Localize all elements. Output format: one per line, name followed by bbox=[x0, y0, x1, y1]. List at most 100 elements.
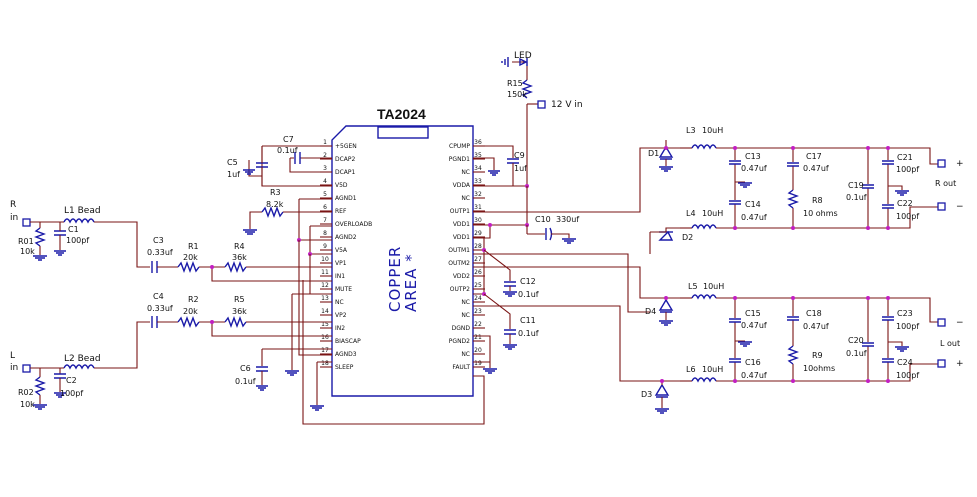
c23-value: 100pf bbox=[896, 322, 919, 331]
chip-pin-name: V5A bbox=[335, 247, 348, 254]
l-in-label-2: in bbox=[10, 363, 18, 373]
r02-resistor bbox=[34, 376, 46, 396]
chip-pin-name: BIASCAP bbox=[335, 338, 361, 345]
chip-pin-number: 23 bbox=[474, 308, 482, 315]
chip-pin-number: 16 bbox=[321, 334, 329, 341]
r15-resistor bbox=[521, 79, 533, 99]
chip-pin-name: OUTP1 bbox=[450, 208, 470, 215]
chip-pin-name: NC bbox=[335, 299, 344, 306]
r-out-label: R out bbox=[935, 179, 956, 188]
chip-pin-number: 8 bbox=[323, 230, 327, 237]
chip-pin-name: OUTM1 bbox=[448, 247, 470, 254]
r9-value: 10ohms bbox=[803, 364, 835, 373]
chip-pin-number: 35 bbox=[474, 152, 482, 159]
c4-name: C4 bbox=[153, 292, 164, 301]
chip-pin-name: AGND3 bbox=[335, 351, 357, 358]
chip-support-left: C5 1uf C7 0.1uf R3 8.2k C6 0.1uf bbox=[227, 135, 485, 425]
chip-pin-number: 26 bbox=[474, 269, 482, 276]
c17-value: 0.47uf bbox=[803, 164, 829, 173]
chip-title: TA2024 bbox=[377, 106, 426, 122]
l2-inductor bbox=[63, 364, 95, 370]
c22-value: 100pf bbox=[896, 212, 919, 221]
chip-pin-name: AGND1 bbox=[335, 195, 357, 202]
right-channel-input-network: C3 0.33uf R1 20k R4 36k bbox=[147, 236, 332, 282]
r-in-label-2: in bbox=[10, 213, 18, 223]
r02-value: 10k bbox=[20, 400, 35, 409]
chip-right-pins: 36CPUMP35PGND134NC33VDDA32NC31OUTP130VDD… bbox=[448, 139, 485, 371]
r-out-minus-terminal[interactable] bbox=[937, 202, 946, 211]
l1-label: L1 Bead bbox=[64, 206, 101, 216]
chip-pin-name: VP2 bbox=[335, 312, 347, 319]
l-out-label: L out bbox=[940, 339, 960, 348]
l-in-terminal[interactable] bbox=[22, 364, 31, 373]
chip-pin-number: 36 bbox=[474, 139, 482, 146]
r5-name: R5 bbox=[234, 295, 245, 304]
c22-name: C22 bbox=[897, 199, 913, 208]
chip-pin-name: VDD1 bbox=[453, 234, 470, 241]
l2-label: L2 Bead bbox=[64, 354, 101, 364]
c9-name: C9 bbox=[514, 151, 525, 160]
c11-value: 0.1uf bbox=[518, 329, 539, 338]
r5-resistor bbox=[224, 316, 247, 328]
chip-pin-name: AGND2 bbox=[335, 234, 357, 241]
l1-inductor bbox=[63, 218, 95, 224]
chip-pin-number: 10 bbox=[321, 256, 329, 263]
chip-pin-number: 22 bbox=[474, 321, 482, 328]
r15-name: R15 bbox=[507, 79, 523, 88]
c19-name: C19 bbox=[848, 181, 864, 190]
c13-capacitor bbox=[729, 160, 741, 165]
c11-name: C11 bbox=[520, 316, 536, 325]
chip-pin-name: NC bbox=[461, 195, 470, 202]
chip-pin-number: 31 bbox=[474, 204, 482, 211]
led-label: LED bbox=[514, 51, 532, 61]
c3-name: C3 bbox=[153, 236, 164, 245]
l-out-minus-terminal[interactable] bbox=[937, 318, 946, 327]
c23-capacitor bbox=[882, 316, 894, 321]
c20-name: C20 bbox=[848, 336, 864, 345]
r9-resistor bbox=[787, 345, 799, 365]
l5-value: 10uH bbox=[703, 282, 724, 291]
c1-value: 100pf bbox=[66, 236, 89, 245]
chip-pin-number: 32 bbox=[474, 191, 482, 198]
c14-value: 0.47uf bbox=[741, 213, 767, 222]
chip-pin-number: 25 bbox=[474, 282, 482, 289]
r02-name: R02 bbox=[18, 388, 34, 397]
r3-resistor bbox=[261, 206, 284, 218]
c21-name: C21 bbox=[897, 153, 913, 162]
chip-pin-name: V5D bbox=[335, 182, 348, 189]
r-out-plus-terminal[interactable] bbox=[937, 159, 946, 168]
c7-name: C7 bbox=[283, 135, 294, 144]
l6-label: L6 bbox=[686, 365, 696, 374]
c16-name: C16 bbox=[745, 358, 761, 367]
c6-name: C6 bbox=[240, 364, 251, 373]
r-out-minus: − bbox=[956, 202, 964, 212]
d2-diode bbox=[658, 230, 674, 241]
d1-label: D1 bbox=[648, 149, 659, 158]
r01-value: 10k bbox=[20, 247, 35, 256]
c20-value: 0.1uf bbox=[846, 349, 867, 358]
r1-value: 20k bbox=[183, 253, 198, 262]
c13-name: C13 bbox=[745, 152, 761, 161]
r2-resistor bbox=[177, 316, 200, 328]
chip-pin-name: NC bbox=[461, 169, 470, 176]
ta2024-chip: TA2024 COPPER AREA * 1+5GEN2DCAP23DCAP14… bbox=[320, 106, 485, 397]
l3-label: L3 bbox=[686, 126, 696, 135]
c20-capacitor bbox=[862, 342, 874, 347]
d3-label: D3 bbox=[641, 390, 652, 399]
c15-capacitor bbox=[729, 318, 741, 323]
chip-pin-number: 27 bbox=[474, 256, 482, 263]
v12-in-terminal[interactable] bbox=[537, 100, 546, 109]
l-out-plus: + bbox=[956, 359, 964, 369]
r1-resistor bbox=[177, 261, 200, 273]
chip-left-pins: 1+5GEN2DCAP23DCAP14V5D5AGND16REF7OVERLOA… bbox=[320, 139, 372, 371]
chip-pin-number: 18 bbox=[321, 360, 329, 367]
chip-pin-name: OVERLOADB bbox=[335, 221, 372, 228]
c5-name: C5 bbox=[227, 158, 238, 167]
c19-capacitor bbox=[862, 184, 874, 189]
r8-name: R8 bbox=[812, 196, 823, 205]
chip-pin-number: 7 bbox=[323, 217, 327, 224]
c16-capacitor bbox=[729, 358, 741, 363]
r-in-terminal[interactable] bbox=[22, 218, 31, 227]
l-out-plus-terminal[interactable] bbox=[937, 359, 946, 368]
